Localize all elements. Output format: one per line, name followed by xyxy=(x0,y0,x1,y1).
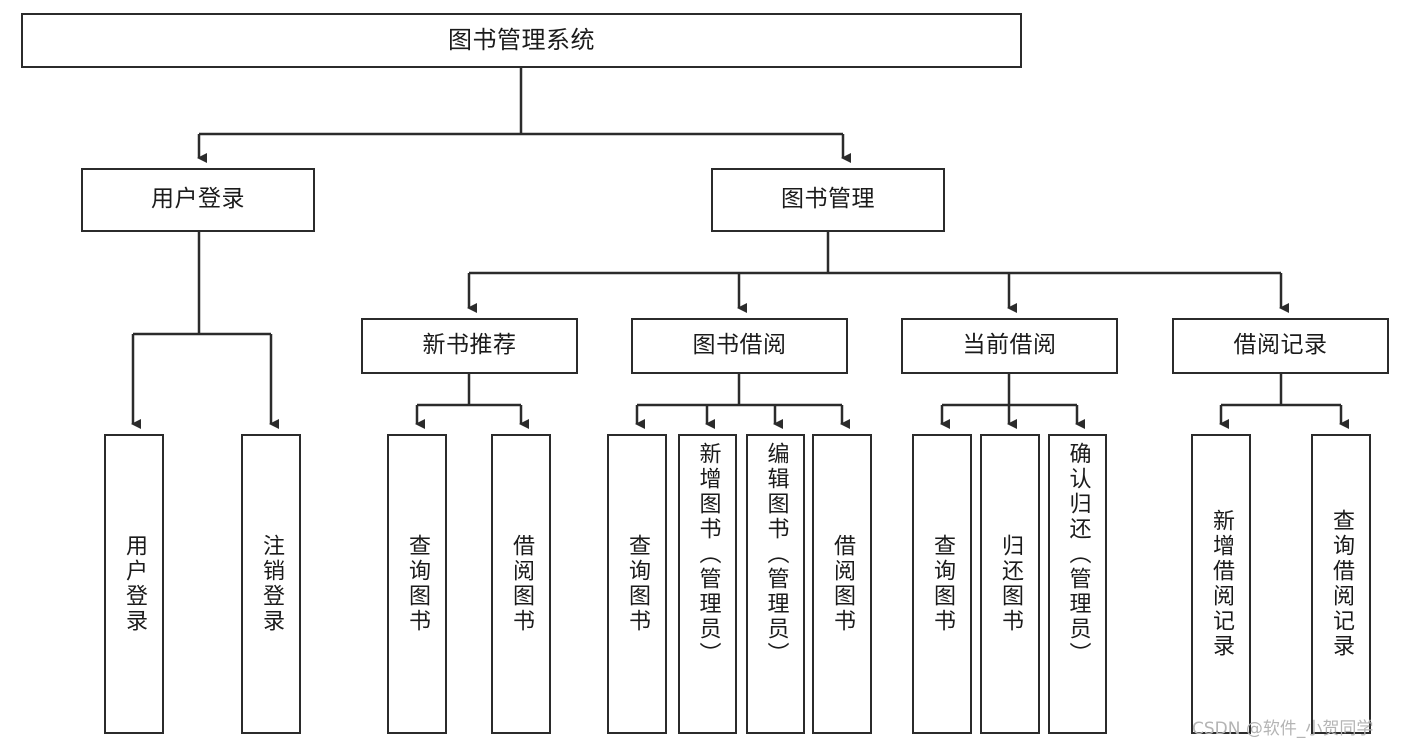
node-label: 用户登录 xyxy=(151,186,245,213)
node-label: 图书借阅 xyxy=(692,332,787,359)
node-label: 新增图书（管理员） xyxy=(695,442,721,667)
leaf-query-borrow-record[interactable]: 查询借阅记录 xyxy=(1311,434,1371,734)
node-label: 用户登录 xyxy=(122,534,147,634)
leaf-add-borrow-record[interactable]: 新增借阅记录 xyxy=(1191,434,1251,734)
node-book-borrow[interactable]: 图书借阅 xyxy=(631,318,848,374)
node-label: 借阅记录 xyxy=(1233,332,1328,359)
node-borrow-record[interactable]: 借阅记录 xyxy=(1172,318,1389,374)
leaf-borrow-book[interactable]: 借阅图书 xyxy=(812,434,872,734)
node-user-login[interactable]: 用户登录 xyxy=(81,168,315,232)
node-label: 新增借阅记录 xyxy=(1209,509,1234,659)
node-label: 查询图书 xyxy=(930,534,955,634)
leaf-edit-book-admin[interactable]: 编辑图书（管理员） xyxy=(746,434,805,734)
leaf-logout[interactable]: 注销登录 xyxy=(241,434,301,734)
node-label: 确认归还（管理员） xyxy=(1065,442,1091,667)
node-label: 新书推荐 xyxy=(422,332,517,359)
node-label: 图书管理 xyxy=(781,186,875,213)
node-label: 查询借阅记录 xyxy=(1329,509,1354,659)
leaf-add-book-admin[interactable]: 新增图书（管理员） xyxy=(678,434,737,734)
node-label: 借阅图书 xyxy=(830,534,855,634)
node-root[interactable]: 图书管理系统 xyxy=(21,13,1022,68)
node-label: 归还图书 xyxy=(998,534,1023,634)
node-new-book-recommend[interactable]: 新书推荐 xyxy=(361,318,578,374)
leaf-query-book-newbook[interactable]: 查询图书 xyxy=(387,434,447,734)
leaf-borrow-book-newbook[interactable]: 借阅图书 xyxy=(491,434,551,734)
node-label: 查询图书 xyxy=(625,534,650,634)
leaf-return-book[interactable]: 归还图书 xyxy=(980,434,1040,734)
node-label: 编辑图书（管理员） xyxy=(763,442,789,667)
node-label: 当前借阅 xyxy=(962,332,1057,359)
node-label: 借阅图书 xyxy=(509,534,534,634)
leaf-query-book-borrow[interactable]: 查询图书 xyxy=(607,434,667,734)
leaf-confirm-return-admin[interactable]: 确认归还（管理员） xyxy=(1048,434,1107,734)
node-book-management[interactable]: 图书管理 xyxy=(711,168,945,232)
node-label: 注销登录 xyxy=(259,534,284,634)
node-label: 图书管理系统 xyxy=(448,26,595,55)
leaf-query-book-current[interactable]: 查询图书 xyxy=(912,434,972,734)
csdn-watermark: CSDN @软件_小贺同学 xyxy=(1192,719,1374,739)
node-label: 查询图书 xyxy=(405,534,430,634)
leaf-user-login[interactable]: 用户登录 xyxy=(104,434,164,734)
node-current-borrow[interactable]: 当前借阅 xyxy=(901,318,1118,374)
